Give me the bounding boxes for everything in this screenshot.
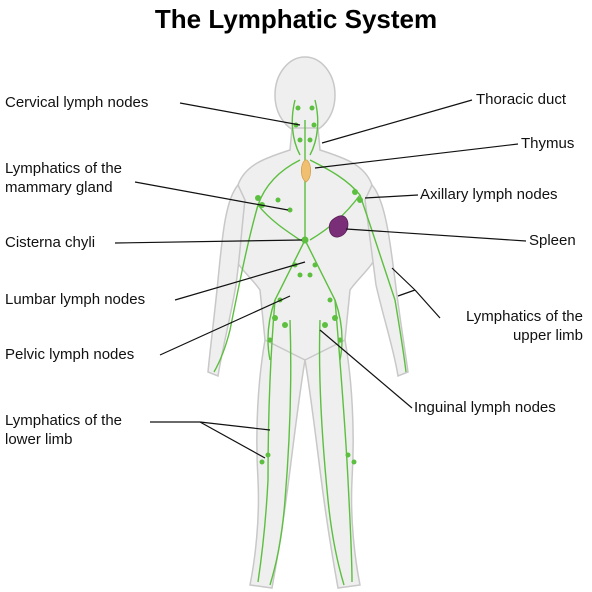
label-cervical-lymph-nodes: Cervical lymph nodes [5, 94, 149, 111]
label-cisterna-chyli: Cisterna chyli [5, 234, 96, 251]
label-axillary-lymph-nodes: Axillary lymph nodes [420, 186, 558, 203]
label-mammary-line2: mammary gland [5, 179, 113, 196]
label-lower-limb-line1: Lymphatics of the [5, 412, 123, 429]
label-thymus: Thymus [521, 135, 575, 152]
label-spleen: Spleen [529, 232, 576, 249]
label-inguinal-lymph-nodes: Inguinal lymph nodes [414, 399, 556, 416]
spleen [328, 215, 349, 238]
lymph-nodes [255, 105, 363, 465]
leader-lines [114, 99, 527, 459]
left-leg [249, 338, 306, 589]
label-upper-limb-line1: Lymphatics of the [465, 308, 583, 325]
right-arm [364, 183, 409, 378]
left-arm [207, 183, 246, 378]
label-lower-limb-line2: lower limb [5, 431, 73, 448]
label-lumbar-lymph-nodes: Lumbar lymph nodes [5, 291, 146, 308]
thymus [300, 159, 312, 183]
label-upper-limb-line2: upper limb [512, 327, 583, 344]
body-silhouette [207, 56, 409, 589]
diagram-title: The Lymphatic System [154, 4, 438, 34]
label-thoracic-duct: Thoracic duct [476, 91, 567, 108]
right-leg [304, 338, 361, 589]
label-mammary-line1: Lymphatics of the [5, 160, 123, 177]
label-pelvic-lymph-nodes: Pelvic lymph nodes [5, 346, 135, 363]
